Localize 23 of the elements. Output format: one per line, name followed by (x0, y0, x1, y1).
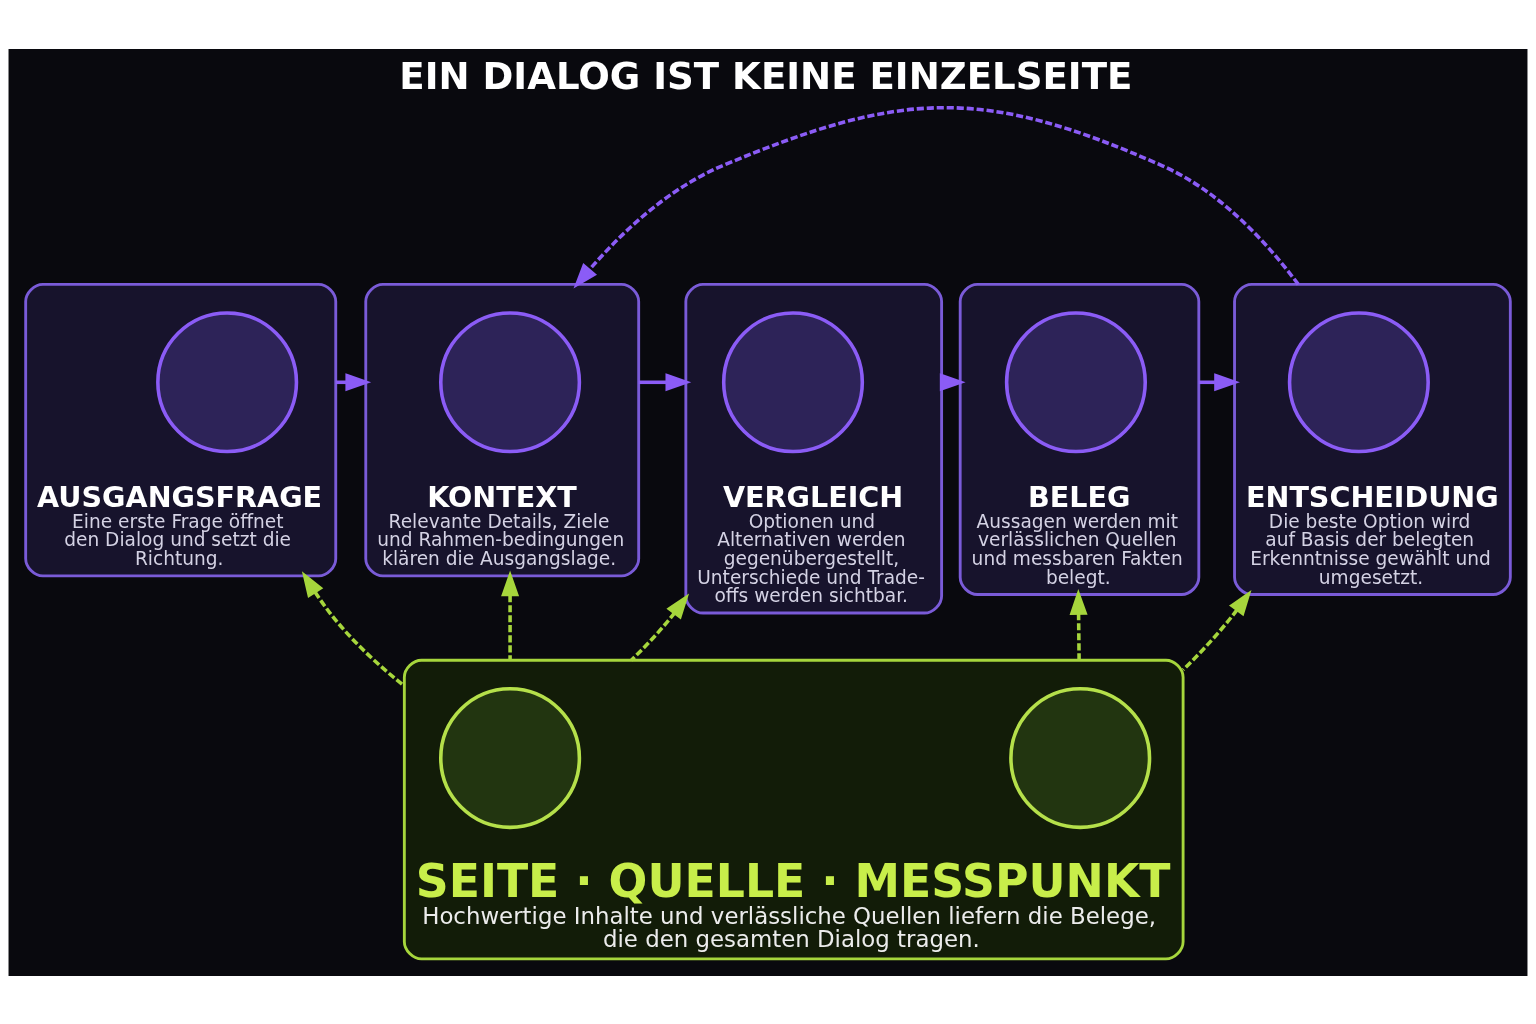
arrow (1181, 589, 1252, 671)
arrow (335, 372, 372, 391)
arrow (501, 570, 520, 660)
arrow (573, 105, 1300, 289)
arrow (630, 592, 690, 661)
cluster: ENTSCHEIDUNG Die beste Option wird auf Basis der belegten Erkenntnisse gewählt und umgesetzt. (1233, 282, 1512, 596)
node-circle (721, 310, 865, 453)
node-circle (1004, 310, 1148, 453)
cluster: AUSGANGSFRAGE Eine erste Frage öffnet den Dialog und setzt die Richtung. (24, 282, 338, 577)
cluster: SEITE · QUELLE · MESSPUNKT Hochwertige Inhalte und verlässliche Quellen liefern die Belege, die den gesamten Dialog tragen. (402, 658, 1185, 960)
arrow (301, 570, 406, 687)
arrow (1198, 372, 1240, 391)
cluster: VERGLEICH Optionen und Alternativen werden gegenübergestellt, Unterschiede und Trade-offs werden sichtbar. (684, 282, 944, 614)
node-circle (439, 686, 582, 829)
diagram-title: EIN DIALOG IST KEINE EINZELSEITE (399, 54, 1133, 98)
node-circle (1009, 686, 1152, 829)
arrow (638, 372, 692, 391)
cluster: BELEG Aussagen werden mit verlässlichen Quellen und messbaren Fakten belegt. (958, 282, 1201, 596)
node-circle (156, 310, 299, 453)
arrow (1069, 588, 1088, 660)
node-circle (439, 310, 582, 453)
cluster: KONTEXT Relevante Details, Ziele und Rahmen-bedingungen klären die Ausgangslage. (364, 282, 641, 577)
node-circle (1287, 310, 1430, 453)
